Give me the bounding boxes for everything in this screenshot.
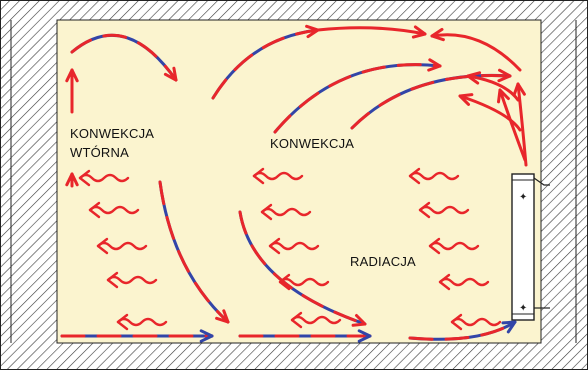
radiation-arrows xyxy=(78,167,502,331)
radiation-wave-arrow xyxy=(78,169,130,187)
convection-arrow xyxy=(316,25,427,39)
radiation-wave-arrow xyxy=(408,167,460,185)
svg-text:✦: ✦ xyxy=(519,192,527,203)
convection-arrow xyxy=(497,88,527,162)
convection-arrow xyxy=(238,210,367,327)
radiation-wave-arrow xyxy=(278,273,330,291)
radiation-wave-arrow xyxy=(260,203,312,221)
radiation-wave-arrow xyxy=(96,237,148,255)
radiation-wave-arrow xyxy=(106,271,158,289)
secondary-convection-label-line1: KONWEKCJA xyxy=(70,126,155,141)
secondary-convection-label: KONWEKCJA WTÓRNA xyxy=(70,124,154,162)
convection-arrow xyxy=(65,68,79,114)
radiation-wave-arrow xyxy=(252,167,304,185)
convection-arrow xyxy=(350,68,512,130)
radiation-wave-arrow xyxy=(428,237,480,255)
radiation-wave-arrow xyxy=(116,313,168,331)
convection-arrow xyxy=(512,82,528,167)
radiation-wave-arrow xyxy=(418,201,470,219)
radiation-label: RADIACJA xyxy=(350,254,416,269)
radiator: ✦ ✦ xyxy=(511,173,550,321)
convection-arrow xyxy=(65,172,79,188)
convection-arrow xyxy=(158,180,230,324)
convection-arrow xyxy=(273,58,442,134)
radiation-wave-arrow xyxy=(438,273,490,291)
convection-arrow xyxy=(430,27,522,72)
svg-text:✦: ✦ xyxy=(519,303,527,314)
radiation-wave-arrow xyxy=(88,201,140,219)
convection-arrows xyxy=(60,24,528,343)
radiation-wave-arrow xyxy=(290,311,342,329)
convection-arrow xyxy=(466,71,520,102)
convection-arrow xyxy=(60,329,214,343)
secondary-convection-label-line2: WTÓRNA xyxy=(70,145,129,160)
convection-arrow xyxy=(238,329,372,343)
convection-arrow xyxy=(458,93,522,132)
radiation-wave-arrow xyxy=(268,237,320,255)
room-interior xyxy=(56,19,542,344)
convection-arrow xyxy=(408,320,517,341)
convection-arrow xyxy=(70,33,178,82)
convection-label: KONWEKCJA xyxy=(270,136,355,151)
radiation-wave-arrow xyxy=(450,313,502,331)
